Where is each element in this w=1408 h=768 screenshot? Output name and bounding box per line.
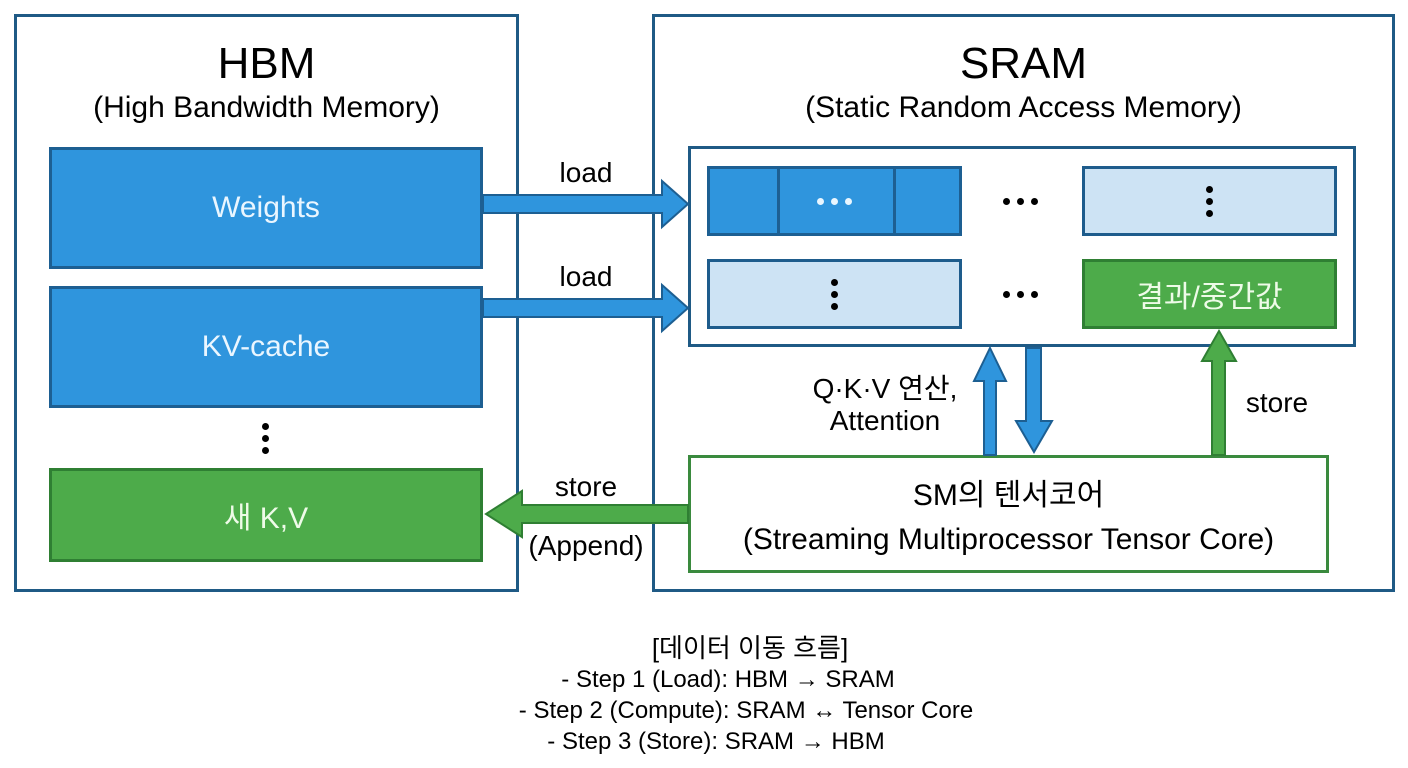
tensor-core-subtitle: (Streaming Multiprocessor Tensor Core) (742, 523, 1275, 556)
compute-up-arrow (972, 345, 1008, 456)
horizontal-ellipsis-icon (1003, 198, 1038, 205)
sram-tile-divider (777, 169, 780, 233)
data-flow-legend: [데이터 이동 흐름] - Step 1 (Load): HBM → SRAM … (450, 633, 1050, 757)
compute-label-line1: Q·K·V 연산, (812, 373, 958, 404)
store-label-hbm: store (554, 471, 618, 502)
compute-label-line2: Attention (829, 405, 941, 436)
vertical-ellipsis-icon (1206, 185, 1213, 217)
compute-down-arrow (1014, 347, 1054, 454)
hbm-new-kv-label: 새 K,V (223, 502, 309, 535)
load-arrow-kv-cache (482, 282, 690, 334)
hbm-weights-block: Weights (49, 147, 483, 269)
sram-tile-row-2 (707, 259, 962, 329)
store-label-sram: store (1245, 387, 1309, 418)
sram-tile-row-1-last (1082, 166, 1337, 236)
store-append-note: (Append) (528, 530, 644, 561)
sram-result-block: 결과/중간값 (1082, 259, 1337, 329)
hbm-kv-cache-block: KV-cache (49, 286, 483, 408)
store-arrow-to-sram (1200, 328, 1238, 456)
horizontal-ellipsis-icon (1003, 291, 1038, 298)
sram-subtitle: (Static Random Access Memory) (805, 91, 1242, 124)
hbm-kv-cache-label: KV-cache (201, 330, 331, 363)
hbm-subtitle: (High Bandwidth Memory) (93, 91, 440, 124)
vertical-ellipsis-icon (831, 278, 838, 310)
legend-step-2: - Step 2 (Compute): SRAM ↔ Tensor Core (518, 697, 974, 724)
hbm-title: HBM (217, 39, 316, 88)
sram-result-label: 결과/중간값 (1136, 281, 1283, 314)
load-arrow-weights (482, 178, 690, 230)
legend-title: [데이터 이동 흐름] (651, 633, 849, 663)
legend-step-1: - Step 1 (Load): HBM → SRAM (561, 666, 895, 693)
hbm-weights-label: Weights (212, 191, 320, 224)
load-label-1: load (559, 157, 613, 188)
sram-title: SRAM (959, 39, 1088, 88)
sram-tile-divider (893, 169, 896, 233)
tensor-core-box (688, 455, 1329, 573)
store-arrow-to-hbm (484, 489, 689, 539)
hbm-vertical-ellipsis-icon (262, 423, 269, 454)
horizontal-ellipsis-icon (817, 197, 852, 205)
tensor-core-title: SM의 텐서코어 (912, 479, 1105, 512)
sram-tile-row-1 (707, 166, 962, 236)
load-label-2: load (559, 261, 613, 292)
hbm-new-kv-block: 새 K,V (49, 468, 483, 562)
legend-step-3: - Step 3 (Store): SRAM → HBM (547, 728, 885, 755)
